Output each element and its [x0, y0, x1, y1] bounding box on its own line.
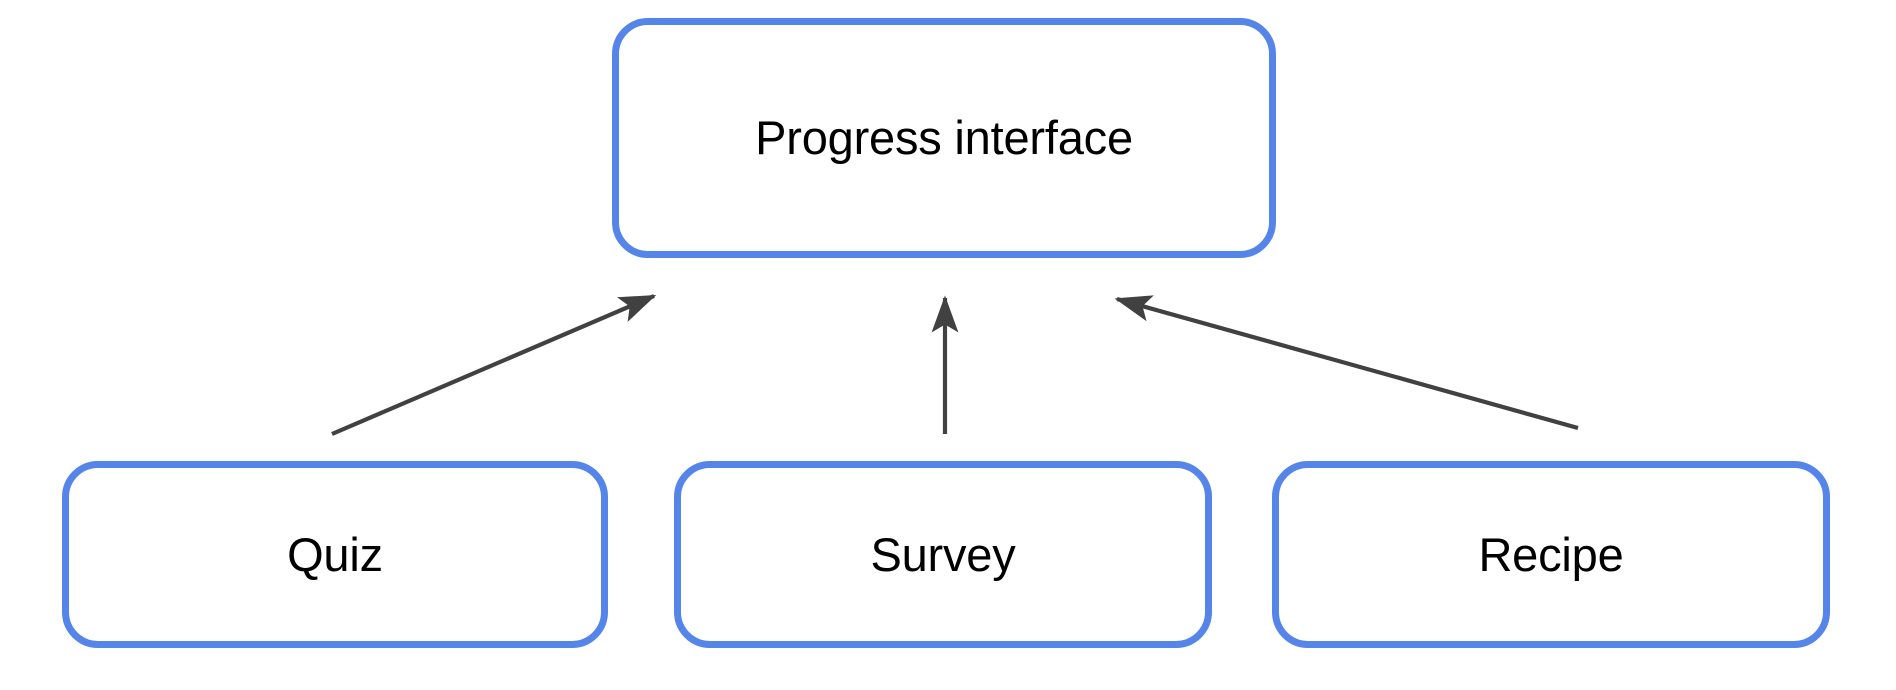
node-survey[interactable]: Survey: [674, 461, 1212, 648]
node-survey-label: Survey: [870, 527, 1016, 581]
edge-quiz-to-progress: [331, 294, 657, 436]
node-progress-interface[interactable]: Progress interface: [612, 18, 1276, 258]
node-progress-interface-label: Progress interface: [755, 111, 1133, 165]
node-recipe[interactable]: Recipe: [1272, 461, 1830, 648]
node-recipe-label: Recipe: [1478, 527, 1624, 581]
node-quiz[interactable]: Quiz: [62, 461, 608, 648]
node-quiz-label: Quiz: [287, 527, 383, 581]
edge-recipe-to-progress: [1114, 295, 1579, 431]
